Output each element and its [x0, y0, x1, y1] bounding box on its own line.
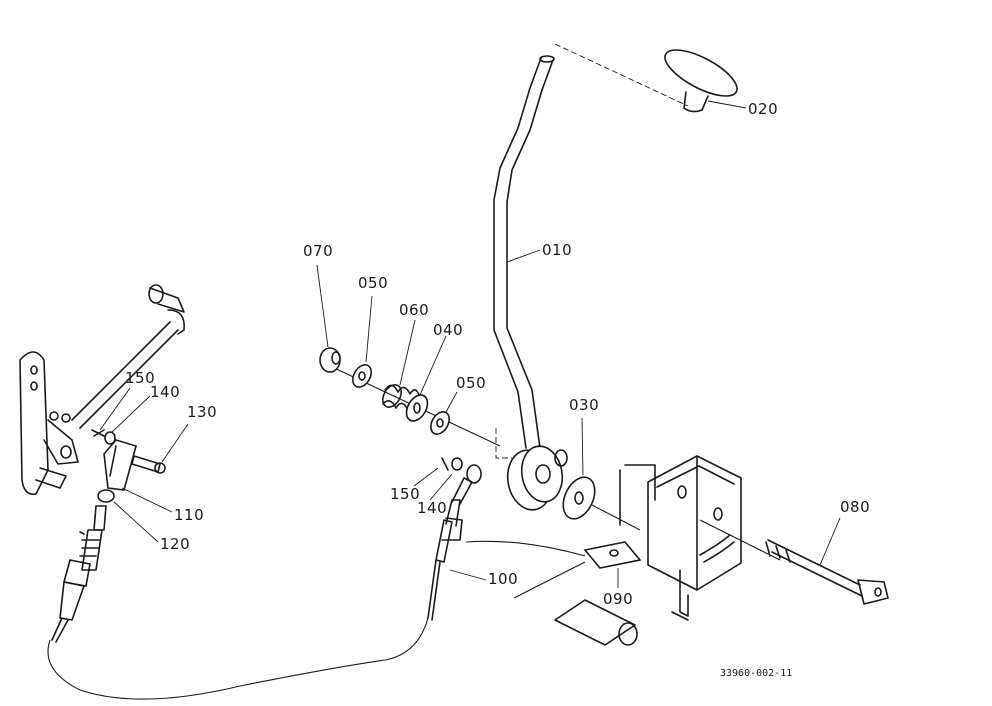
washer-030-part — [562, 417, 596, 520]
yoke-110-part — [103, 439, 173, 513]
nut-070-part — [316, 264, 341, 373]
part-labels: 020 010 070 050 060 040 050 030 080 090 … — [125, 100, 870, 679]
label-080: 080 — [840, 498, 870, 516]
label-140-left: 140 — [150, 383, 180, 401]
spring-060-part — [382, 319, 421, 411]
label-090: 090 — [603, 590, 633, 608]
lower-clip-part — [554, 599, 638, 646]
label-010: 010 — [542, 241, 572, 259]
label-030: 030 — [569, 396, 599, 414]
label-100: 100 — [488, 570, 518, 588]
label-110: 110 — [174, 506, 204, 524]
label-130: 130 — [187, 403, 217, 421]
washer-050-lower-part — [430, 391, 458, 435]
washer-140-left-part — [104, 395, 151, 445]
pedal-arm-part — [19, 284, 185, 496]
label-150-left: 150 — [125, 369, 155, 387]
label-060: 060 — [399, 301, 429, 319]
plate-090-part — [513, 541, 642, 599]
washer-050-upper-part — [352, 295, 373, 388]
left-cable-end-part — [51, 505, 107, 643]
label-150-right: 150 — [390, 485, 420, 503]
drawing-code: 33960-002-11 — [720, 668, 792, 679]
label-050-upper: 050 — [358, 274, 388, 292]
label-140-right: 140 — [417, 499, 447, 517]
label-120: 120 — [160, 535, 190, 553]
shift-lever-part — [493, 43, 689, 449]
cable-100-part — [47, 457, 586, 700]
pin-130-part — [131, 423, 189, 474]
label-070: 070 — [303, 242, 333, 260]
cotter-150-left-part — [91, 387, 131, 437]
label-040: 040 — [433, 321, 463, 339]
label-020: 020 — [748, 100, 778, 118]
pin-080-part — [765, 517, 889, 605]
washer-040-part — [405, 335, 447, 422]
bracket-part — [619, 455, 742, 621]
knob-part — [664, 49, 747, 113]
label-050-lower: 050 — [456, 374, 486, 392]
nut-120-part — [97, 489, 159, 543]
lever-hub-part — [495, 428, 568, 511]
